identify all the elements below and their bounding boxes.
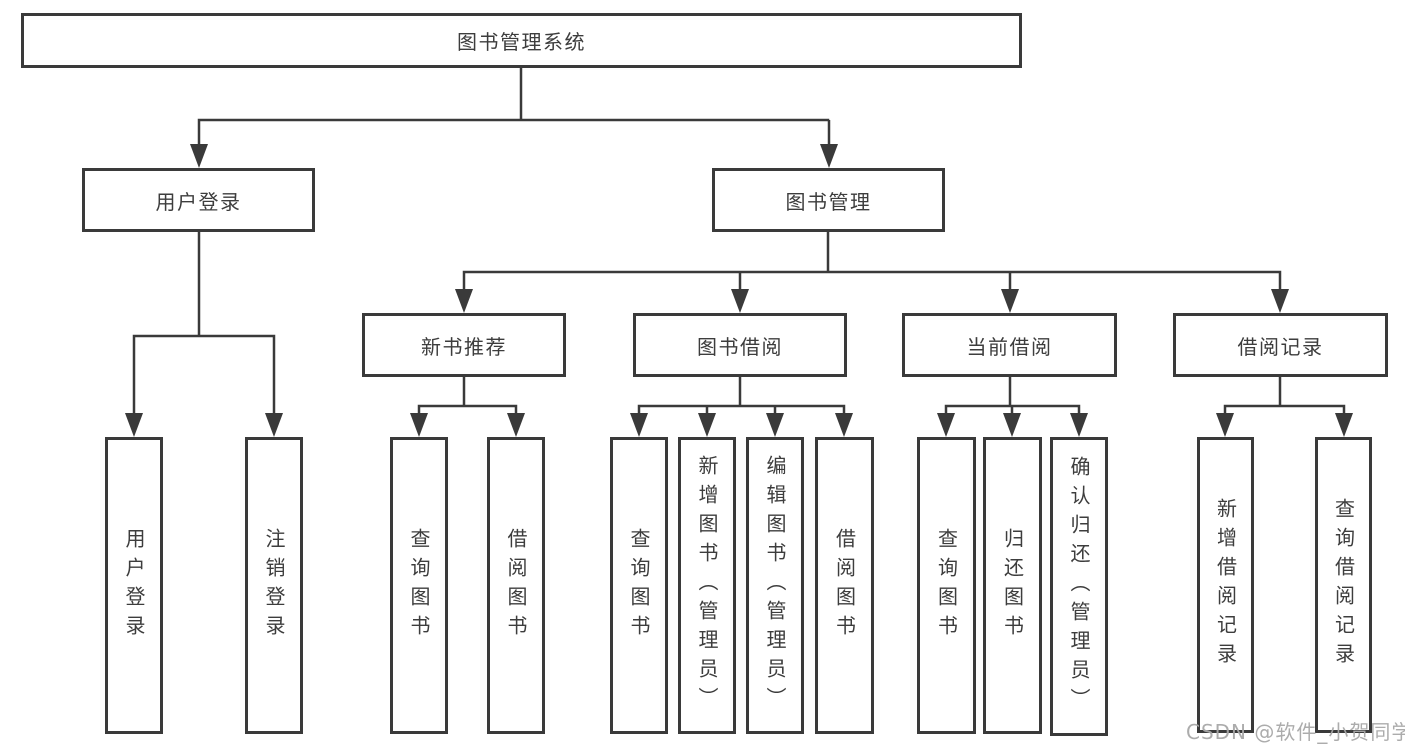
leaf-add-borrow-record: 新增借阅记录: [1197, 437, 1254, 733]
leaf-add-book-admin-label: 新增图书（管理员）: [695, 455, 719, 716]
node-user-login: 用户登录: [82, 168, 315, 232]
connector-user-login: [132, 232, 276, 418]
node-root: 图书管理系统: [21, 13, 1022, 68]
leaf-query-borrow-record: 查询借阅记录: [1315, 437, 1372, 733]
arrowheads: [125, 144, 1353, 437]
leaf-confirm-return-admin-label: 确认归还（管理员）: [1067, 456, 1091, 717]
leaf-query-books-recommend-label: 查询图书: [407, 527, 431, 644]
leaf-query-books-current: 查询图书: [917, 437, 976, 734]
leaf-confirm-return-admin: 确认归还（管理员）: [1050, 437, 1108, 736]
node-book-borrow: 图书借阅: [633, 313, 847, 377]
leaf-borrow-books-borrow-label: 借阅图书: [832, 527, 857, 644]
leaf-add-borrow-record-label: 新增借阅记录: [1213, 498, 1238, 672]
watermark-text: CSDN @软件_小贺同学: [1186, 720, 1405, 744]
leaf-edit-book-admin: 编辑图书（管理员）: [746, 437, 804, 734]
leaf-user-login: 用户登录: [105, 437, 163, 734]
leaf-query-books-recommend: 查询图书: [390, 437, 448, 734]
connector-new-book-recommend: [417, 377, 518, 417]
node-user-login-label: 用户登录: [155, 189, 242, 214]
leaf-borrow-books-borrow: 借阅图书: [815, 437, 874, 734]
leaf-return-books: 归还图书: [983, 437, 1042, 734]
node-borrow-records-label: 借阅记录: [1237, 334, 1324, 359]
node-book-borrow-label: 图书借阅: [697, 334, 783, 359]
leaf-borrow-books-recommend-label: 借阅图书: [504, 527, 528, 644]
node-new-book-recommend: 新书推荐: [362, 313, 566, 377]
leaf-query-books-current-label: 查询图书: [934, 527, 959, 644]
leaf-add-book-admin: 新增图书（管理员）: [678, 437, 736, 734]
leaf-edit-book-admin-label: 编辑图书（管理员）: [763, 455, 787, 716]
leaf-query-books-borrow: 查询图书: [610, 437, 668, 734]
node-new-book-recommend-label: 新书推荐: [421, 334, 507, 359]
node-book-management-label: 图书管理: [785, 189, 872, 214]
leaf-query-books-borrow-label: 查询图书: [627, 527, 651, 644]
connector-current-borrow: [944, 377, 1081, 417]
connector-borrow-records: [1223, 377, 1346, 417]
node-borrow-records: 借阅记录: [1173, 313, 1388, 377]
connector-root: [197, 68, 831, 148]
leaf-logout: 注销登录: [245, 437, 303, 734]
node-current-borrow-label: 当前借阅: [966, 334, 1053, 359]
leaf-return-books-label: 归还图书: [1000, 527, 1025, 644]
leaf-user-login-label: 用户登录: [122, 527, 146, 644]
connector-book-management: [462, 232, 1282, 292]
node-book-management: 图书管理: [712, 168, 945, 232]
leaf-borrow-books-recommend: 借阅图书: [487, 437, 545, 734]
leaf-logout-label: 注销登录: [262, 527, 286, 644]
leaf-query-borrow-record-label: 查询借阅记录: [1331, 498, 1356, 672]
node-root-label: 图书管理系统: [457, 30, 586, 54]
node-current-borrow: 当前借阅: [902, 313, 1117, 377]
connector-book-borrow: [637, 377, 846, 417]
